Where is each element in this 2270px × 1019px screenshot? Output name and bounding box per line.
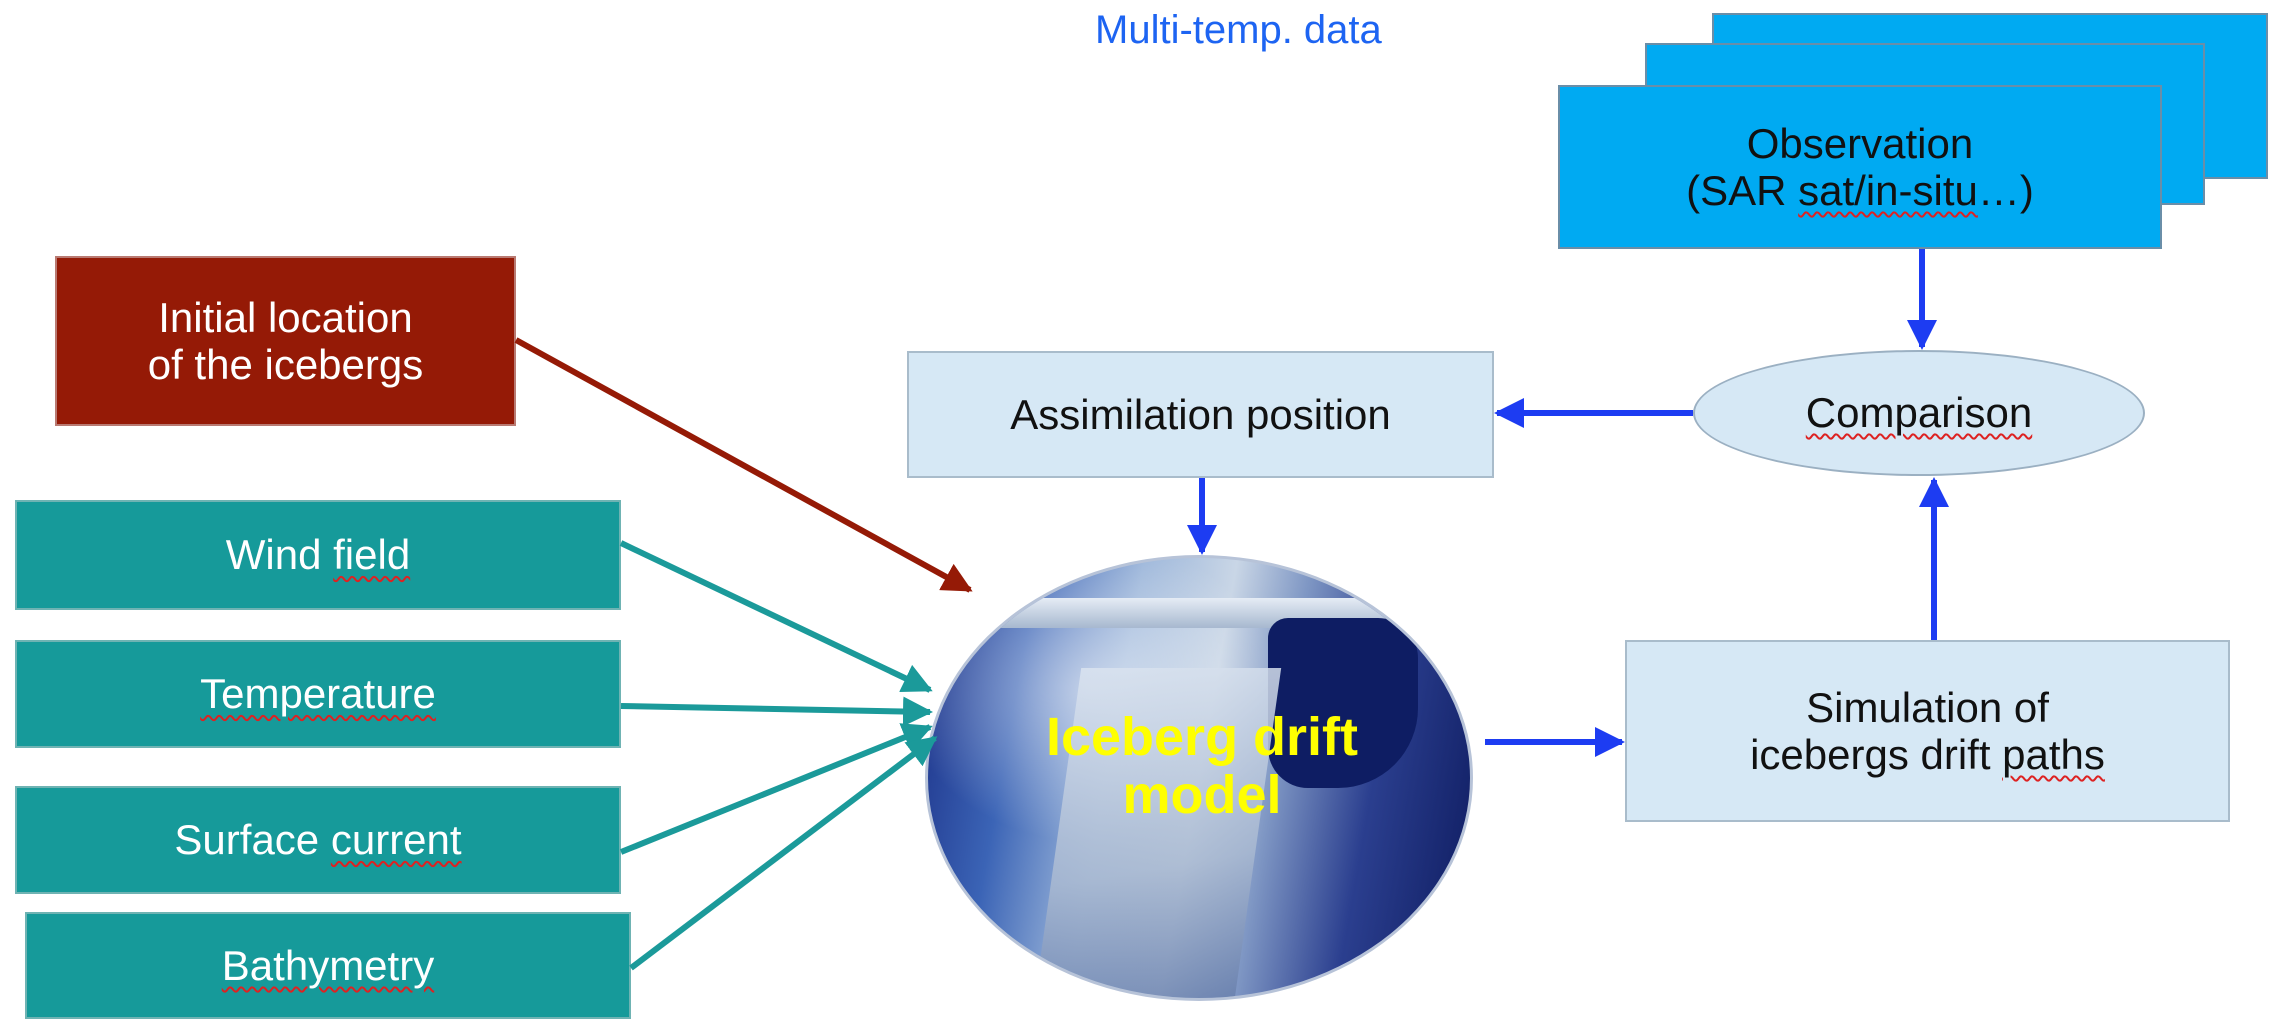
observation-line1: Observation	[1746, 119, 1974, 167]
model-title: Iceberg drift model	[1045, 707, 1359, 826]
assimilation-position-box: Assimilation position	[907, 351, 1494, 478]
simulation-line1: Simulation of	[1806, 683, 2049, 731]
input-wind-field-box: Wind field	[15, 500, 621, 610]
observation-line2: (SAR sat/in-situ…)	[1686, 167, 2034, 214]
comparison-ellipse: Comparison	[1693, 350, 2145, 476]
input-surface-current-label: Surface current	[174, 816, 462, 864]
assimilation-position-label: Assimilation position	[1010, 390, 1391, 438]
arrow-wind-to-model	[619, 540, 933, 693]
initial-location-line2: of the icebergs	[147, 341, 424, 388]
arrow-current-to-model	[619, 723, 933, 855]
iceberg-drift-model-circle: Iceberg drift model	[925, 555, 1473, 1001]
input-bathymetry-box: Bathymetry	[25, 912, 631, 1019]
arrow-initial-to-model	[514, 337, 973, 593]
observation-box: Observation (SAR sat/in-situ…)	[1558, 85, 2162, 249]
initial-location-line1: Initial location	[158, 293, 413, 341]
input-surface-current-box: Surface current	[15, 786, 621, 894]
comparison-label: Comparison	[1805, 389, 2033, 436]
arrow-bathymetry-to-model	[629, 735, 938, 971]
arrow-temperature-to-model	[620, 696, 933, 727]
simulation-box: Simulation of icebergs drift paths	[1625, 640, 2230, 822]
iceberg-photo-shadow	[1268, 618, 1418, 788]
input-wind-field-label: Wind field	[225, 531, 411, 579]
multi-temp-data-label: Multi-temp. data	[1095, 8, 1382, 52]
initial-location-box: Initial location of the icebergs	[55, 256, 516, 426]
input-temperature-label: Temperature	[200, 670, 436, 718]
input-bathymetry-label: Bathymetry	[221, 941, 435, 989]
simulation-line2: icebergs drift paths	[1750, 731, 2105, 778]
input-temperature-box: Temperature	[15, 640, 621, 748]
